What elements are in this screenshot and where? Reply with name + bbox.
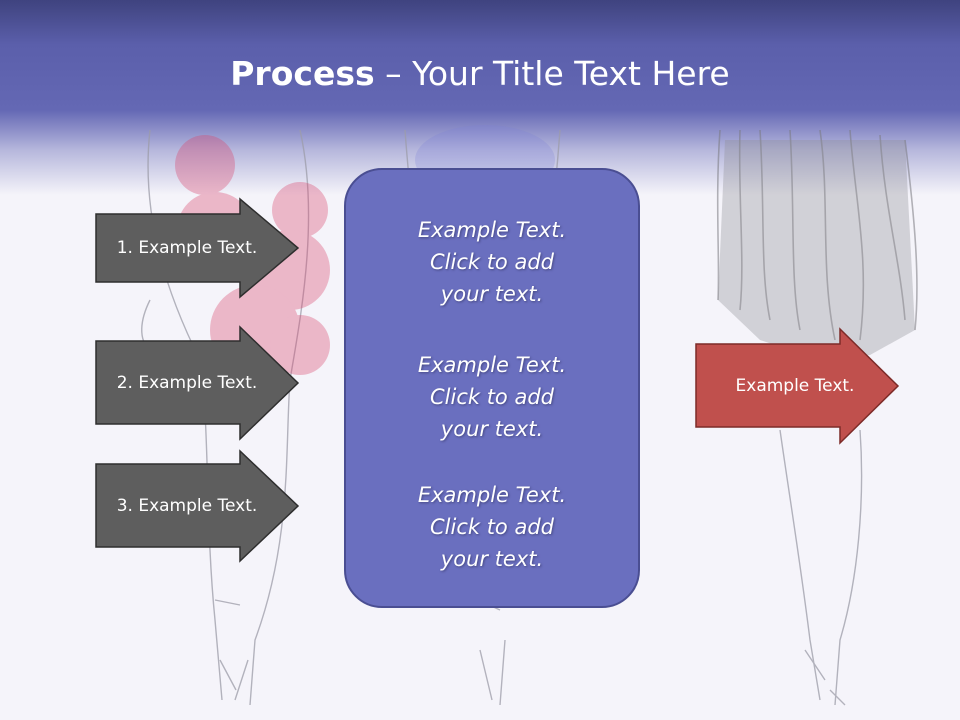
left-arrow-label: 3. Example Text. (116, 496, 258, 516)
slide-title: Process – Your Title Text Here (0, 52, 960, 96)
left-arrow-2[interactable]: 2. Example Text. (95, 325, 300, 441)
para-line: your text. (440, 547, 544, 571)
para-line: Example Text. (417, 218, 567, 242)
left-arrow-label: 2. Example Text. (116, 373, 258, 393)
para-line: Click to add (429, 515, 554, 539)
center-paragraph-1: Example Text. Click to add your text. (346, 214, 638, 310)
arrow-shape (95, 449, 300, 563)
header-band (0, 0, 960, 200)
para-line: your text. (440, 417, 544, 441)
center-paragraph-3: Example Text. Click to add your text. (346, 479, 638, 575)
arrow-shape (95, 325, 300, 441)
left-arrow-label: 1. Example Text. (116, 238, 258, 258)
left-arrow-1[interactable]: 1. Example Text. (95, 197, 300, 299)
center-text-box[interactable]: Example Text. Click to add your text. Ex… (344, 168, 640, 608)
para-line: Example Text. (417, 483, 567, 507)
para-line: Click to add (429, 250, 554, 274)
right-arrow-label: Example Text. (735, 376, 855, 396)
para-line: your text. (440, 282, 544, 306)
right-arrow[interactable]: Example Text. (695, 327, 900, 445)
arrow-shape (95, 197, 300, 299)
para-line: Click to add (429, 385, 554, 409)
para-line: Example Text. (417, 353, 567, 377)
center-paragraph-2: Example Text. Click to add your text. (346, 349, 638, 445)
arrow-shape (695, 327, 900, 445)
left-arrow-3[interactable]: 3. Example Text. (95, 449, 300, 563)
title-bold: Process (230, 54, 375, 93)
title-rest: – Your Title Text Here (374, 54, 730, 93)
